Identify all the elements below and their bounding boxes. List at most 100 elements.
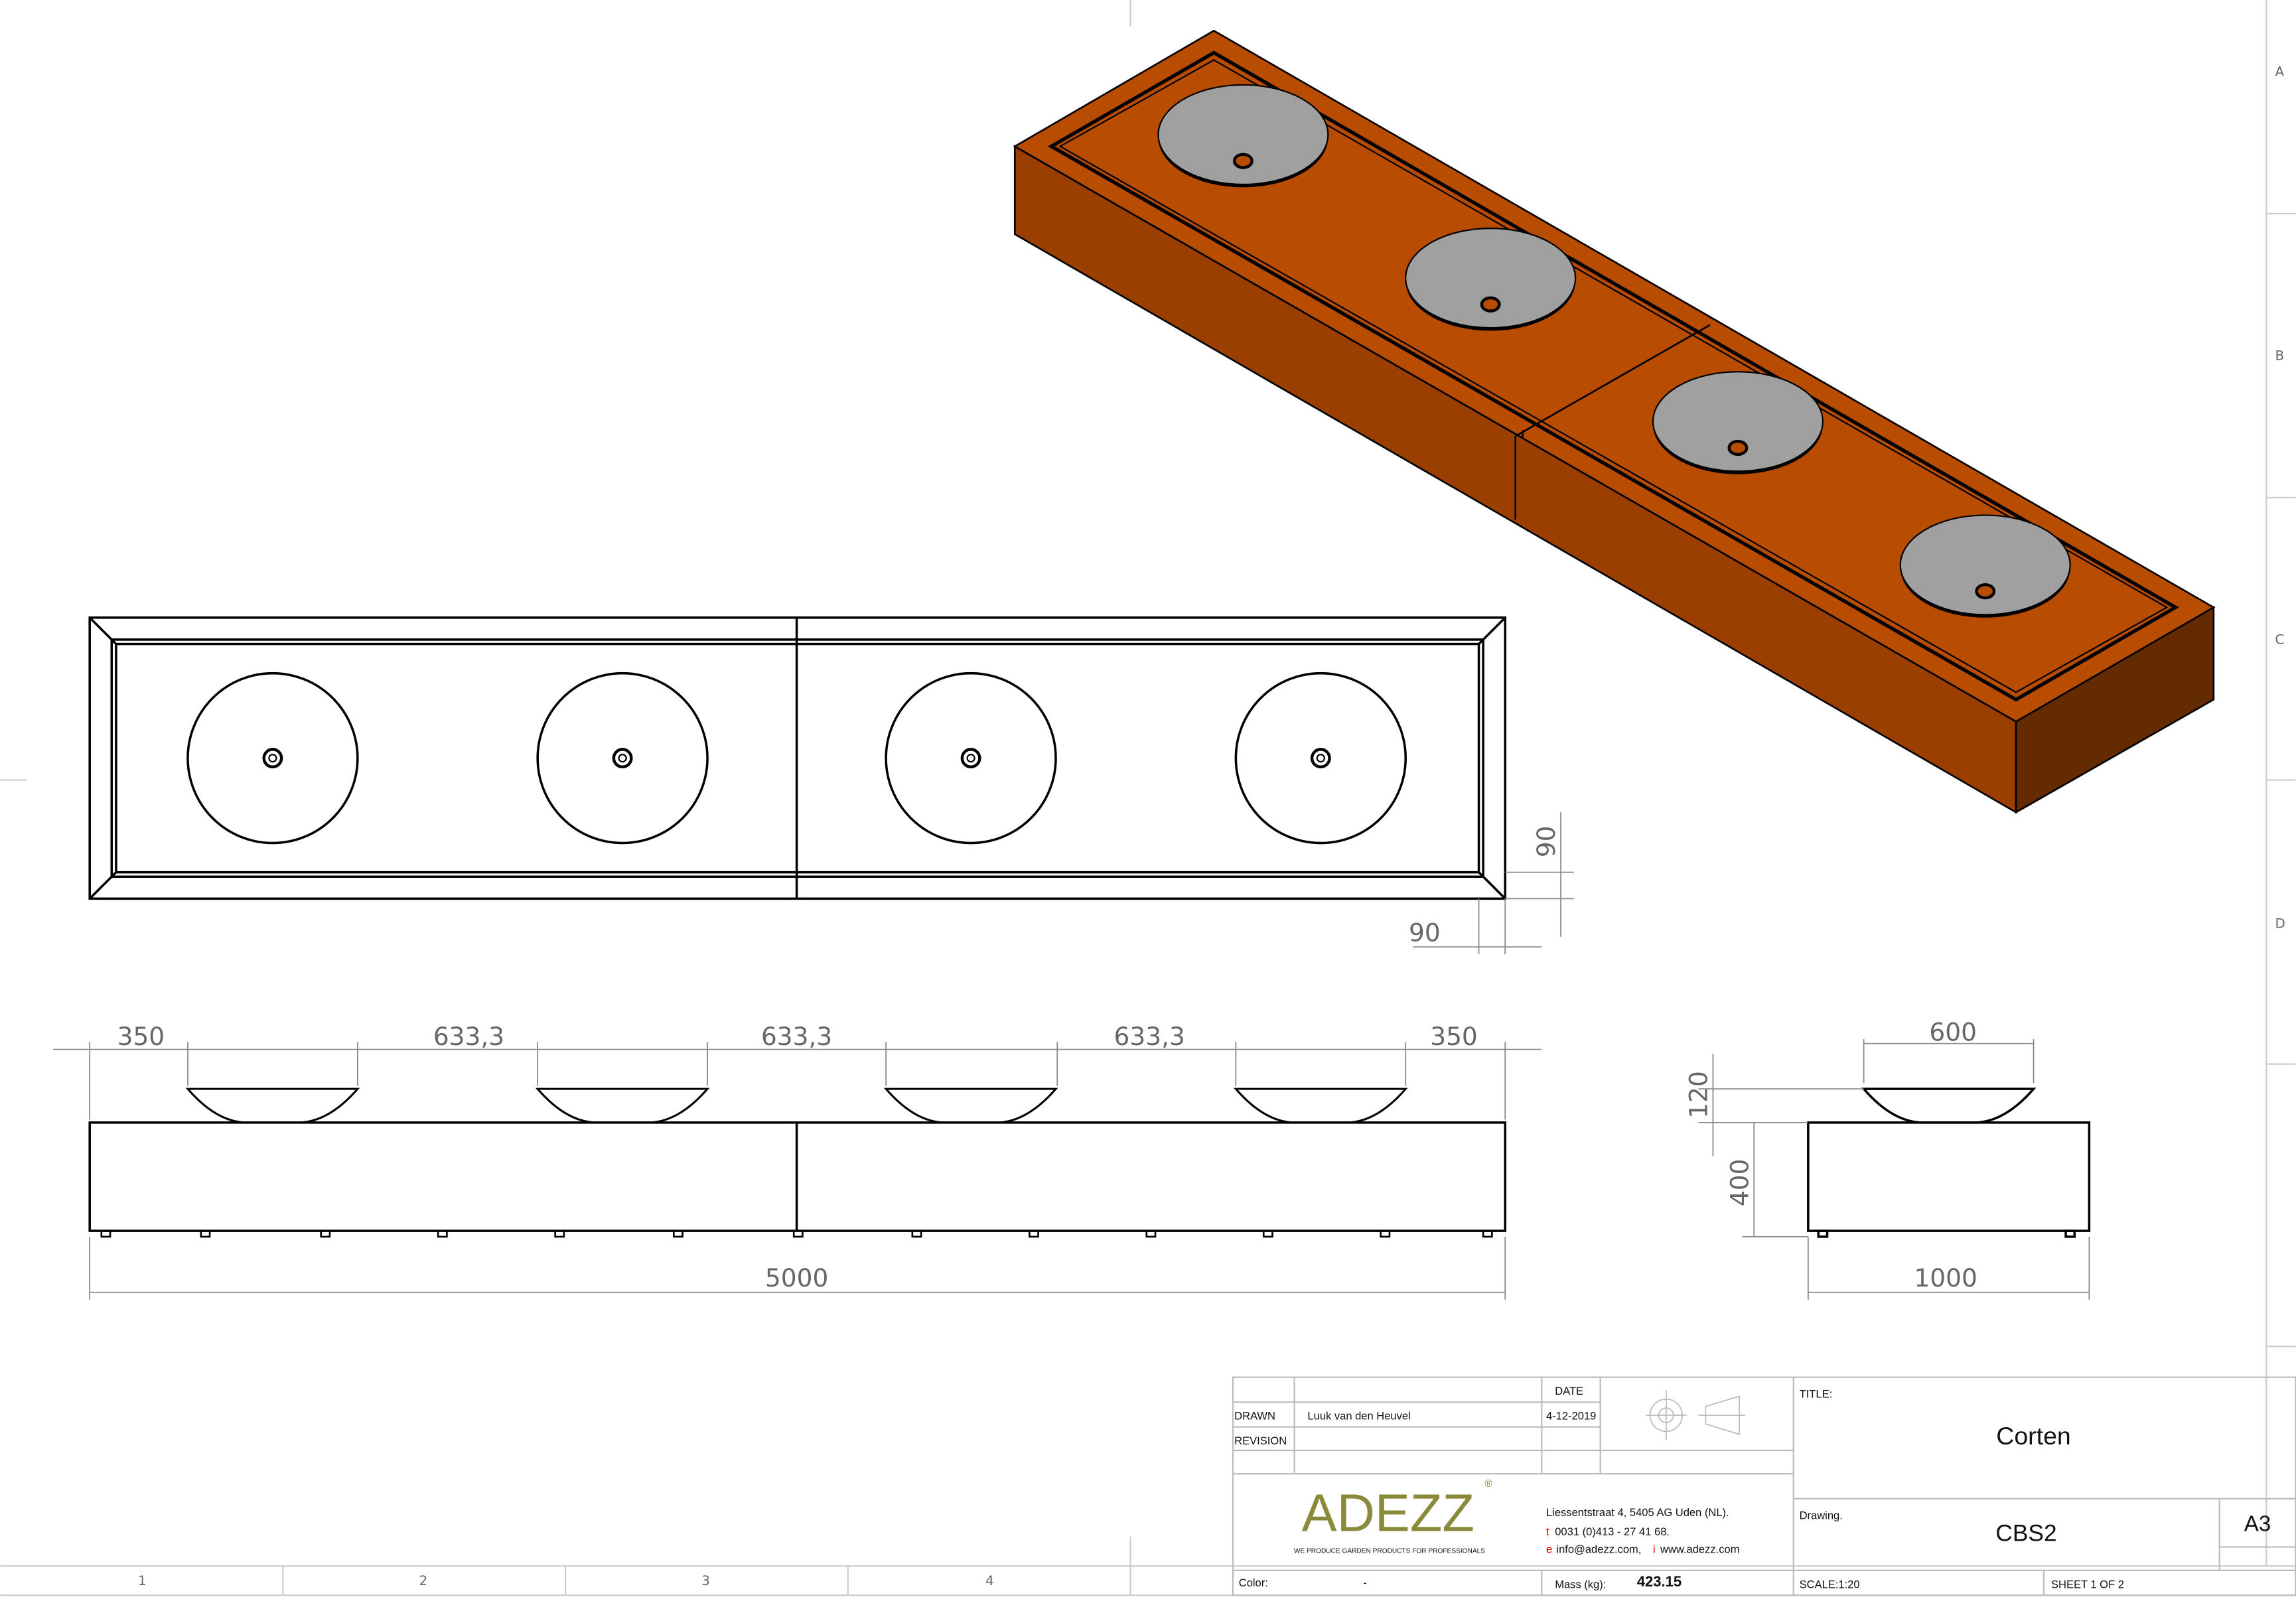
bowl-profile <box>185 1087 360 1124</box>
drain-inner <box>618 754 627 763</box>
bowl-outline <box>186 671 359 845</box>
dim-spacing: 350 <box>1430 1022 1478 1051</box>
phone-prefix: t <box>1546 1525 1549 1538</box>
website: www.adezz.com <box>1660 1543 1739 1555</box>
mass-value: 423.15 <box>1637 1573 1682 1590</box>
foot <box>320 1229 331 1238</box>
drain-hole <box>1232 153 1254 169</box>
bowl-rim <box>1157 84 1329 186</box>
bowl-outline <box>885 671 1057 845</box>
drain-outer <box>612 748 633 769</box>
foot <box>437 1229 448 1238</box>
bowl <box>1157 84 1329 188</box>
drain-hole <box>1727 439 1749 456</box>
drawn-by: Luuk van den Heuvel <box>1307 1410 1410 1423</box>
bowl <box>1405 228 1577 331</box>
column-label: 2 <box>419 1573 427 1588</box>
dim-bowl-diameter: 600 <box>1929 1017 1977 1046</box>
title-block: DATE DRAWN Luuk van den Heuvel 4-12-2019… <box>1232 1376 2296 1596</box>
drawing-number: CBS2 <box>1995 1521 2056 1547</box>
phone: 0031 (0)413 - 27 41 68. <box>1555 1525 1670 1538</box>
row-label: A <box>2275 64 2284 80</box>
color-label: Color: <box>1239 1576 1268 1589</box>
bowl-profile <box>1233 1087 1408 1124</box>
dim-spacing: 633,3 <box>1114 1022 1185 1051</box>
sheet-size: A3 <box>2244 1511 2271 1536</box>
front-view-dimensions: 350 633,3 633,3 633,3 350 5000 <box>53 1022 1542 1300</box>
isometric-bowls <box>1157 84 2071 618</box>
foot <box>792 1229 804 1238</box>
foot <box>1029 1229 1039 1238</box>
drain-inner <box>966 754 975 763</box>
web-prefix: i <box>1653 1543 1656 1555</box>
drain-hole <box>1975 583 1996 600</box>
top-view <box>88 616 1506 900</box>
inner-tray <box>1048 50 2179 702</box>
drawn-date: 4-12-2019 <box>1546 1410 1596 1423</box>
dim-spacing: 633,3 <box>761 1022 832 1051</box>
foot <box>911 1229 922 1238</box>
dim-width: 1000 <box>1914 1263 1977 1293</box>
column-label: 4 <box>985 1573 994 1588</box>
drain-inner <box>1316 754 1325 763</box>
extension-lines <box>89 1042 1506 1120</box>
foot <box>100 1229 111 1238</box>
column-label: 1 <box>138 1573 147 1588</box>
front-view <box>88 1121 1506 1232</box>
foot <box>1262 1229 1273 1238</box>
foot <box>1482 1229 1493 1238</box>
foot <box>554 1229 565 1238</box>
bowl-outline <box>536 671 709 845</box>
bowl-rim <box>1652 371 1824 472</box>
dim-spacing: 633,3 <box>433 1022 504 1051</box>
front-view-bowls <box>185 1087 1408 1124</box>
row-label: B <box>2275 348 2284 364</box>
row-label: D <box>2275 916 2285 931</box>
title-label: TITLE: <box>1800 1388 1833 1401</box>
foot <box>1145 1229 1157 1238</box>
scale: SCALE:1:20 <box>1800 1578 1860 1590</box>
drawing-label: Drawing. <box>1800 1509 1843 1522</box>
tagline: WE PRODUCE GARDEN PRODUCTS FOR PROFESSIO… <box>1294 1547 1485 1555</box>
side-view: 600 120 400 1000 <box>1684 1017 2091 1300</box>
dim-body-height: 400 <box>1725 1159 1754 1207</box>
top-view-dimensions: 90 90 <box>1409 812 1574 955</box>
drain-outer <box>1310 748 1331 769</box>
sheet-number: SHEET 1 OF 2 <box>2051 1578 2124 1590</box>
row-label: C <box>2275 632 2284 648</box>
bowl-profile <box>535 1087 710 1124</box>
email: info@adezz.com, <box>1556 1543 1641 1555</box>
address: Liessentstraat 4, 5405 AG Uden (NL). <box>1546 1506 1729 1519</box>
drain-outer <box>262 748 283 769</box>
foot <box>1380 1229 1391 1238</box>
dim-bowl-height: 120 <box>1684 1071 1713 1119</box>
column-label: 3 <box>701 1573 710 1588</box>
dim-edge-vertical: 90 <box>1532 826 1561 858</box>
foot <box>672 1229 683 1238</box>
dim-length: 5000 <box>765 1263 828 1293</box>
adezz-logo: ADEZZ <box>1302 1483 1474 1542</box>
drain-inner <box>268 754 277 763</box>
top-view-bowls <box>186 671 1407 845</box>
bowl-rim <box>1899 514 2071 616</box>
drain-outer <box>960 748 981 769</box>
drawn-label: DRAWN <box>1234 1410 1275 1423</box>
dim-edge-horizontal: 90 <box>1409 918 1441 947</box>
foot <box>200 1229 211 1238</box>
registered-mark: ® <box>1484 1478 1492 1490</box>
color-value: - <box>1363 1576 1367 1589</box>
bowl-outline <box>1234 671 1407 845</box>
bowl <box>1652 371 1824 474</box>
drawing-title: Corten <box>1996 1422 2071 1450</box>
email-prefix: e <box>1546 1543 1552 1555</box>
bowl-profile <box>883 1087 1058 1124</box>
mass-label: Mass (kg): <box>1555 1578 1606 1590</box>
date-label: DATE <box>1555 1385 1583 1397</box>
revision-label: REVISION <box>1234 1434 1287 1447</box>
projection-symbol-icon <box>1645 1390 1745 1440</box>
dim-spacing: 350 <box>117 1022 165 1051</box>
drain-hole <box>1480 296 1501 313</box>
front-view-feet <box>100 1229 1493 1238</box>
bowl <box>1899 514 2071 618</box>
